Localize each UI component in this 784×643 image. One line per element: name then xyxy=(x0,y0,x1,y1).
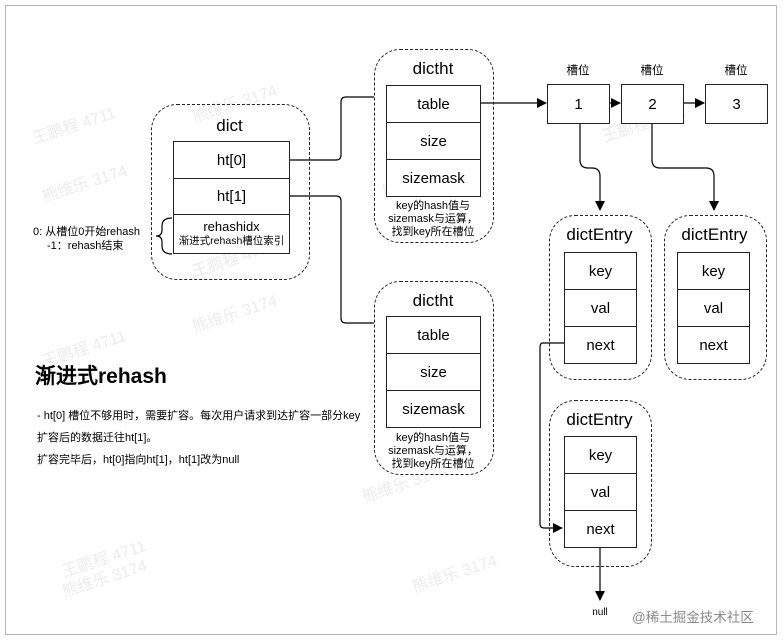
rehashidx-note: 渐进式rehash槽位索引 xyxy=(178,235,285,247)
dict-entry-next: next xyxy=(677,326,750,364)
explanation-heading: 渐进式rehash xyxy=(35,365,167,388)
slot-2: 2 xyxy=(621,84,684,124)
slot-label: 槽位 xyxy=(566,65,590,77)
dictht-top-title: dictht xyxy=(412,59,454,78)
dictht-bottom-sizemask: sizemask xyxy=(386,390,481,428)
dict-entry-group xyxy=(549,400,652,567)
dictht-bottom-table: table xyxy=(386,316,481,354)
dict-entry-title: dictEntry xyxy=(681,225,748,244)
dictht-bottom-note-3: 找到key所在槽位 xyxy=(391,458,475,470)
dictht-top-group xyxy=(374,49,494,243)
dict-entry-val: val xyxy=(677,289,750,327)
footer-watermark: @稀土掘金技术社区 xyxy=(632,610,754,625)
dict-entry-group xyxy=(664,215,767,380)
dict-entry-title: dictEntry xyxy=(566,410,633,429)
dictht-bottom-group xyxy=(374,281,494,475)
rehash-side-note-2: -1：rehash结束 xyxy=(47,240,124,252)
dictht-bottom-title: dictht xyxy=(412,291,454,310)
dict-entry-next: next xyxy=(564,326,637,364)
dictht-bottom-note-1: key的hash值与 xyxy=(396,432,470,444)
dictht-bottom-note-2: sizemask与运算， xyxy=(388,445,478,457)
null-label: null xyxy=(592,607,608,618)
slot-label: 槽位 xyxy=(724,65,748,77)
diagram-frame xyxy=(5,5,777,635)
rehashidx-label: rehashidx xyxy=(203,219,260,234)
rehash-side-note-1: 0: 从槽位0开始rehash xyxy=(33,226,140,238)
dictht-top-note-1: key的hash值与 xyxy=(396,200,470,212)
dict-entry-key: key xyxy=(564,436,637,474)
slot-label: 槽位 xyxy=(640,65,664,77)
dictht-top-size: size xyxy=(386,122,481,160)
dictht-top-sizemask: sizemask xyxy=(386,159,481,197)
dict-rehashidx-cell: rehashidx 渐进式rehash槽位索引 xyxy=(173,214,290,254)
dict-ht0-cell: ht[0] xyxy=(173,141,290,179)
dictht-bottom-size: size xyxy=(386,353,481,391)
dictht-top-note-2: sizemask与运算， xyxy=(388,213,478,225)
dict-entry-key: key xyxy=(677,252,750,290)
dict-entry-next: next xyxy=(564,510,637,548)
dict-entry-val: val xyxy=(564,289,637,327)
explanation-line-2: 扩容后的数据迁往ht[1]。 xyxy=(37,432,158,444)
dict-entry-val: val xyxy=(564,473,637,511)
dict-group xyxy=(151,104,310,280)
explanation-line-1: - ht[0] 槽位不够用时，需要扩容。每次用户请求到达扩容一部分key xyxy=(37,410,361,422)
dict-ht1-cell: ht[1] xyxy=(173,178,290,215)
dict-title: dict xyxy=(216,116,243,135)
dict-entry-group xyxy=(549,215,652,380)
explanation-line-3: 扩容完毕后，ht[0]指向ht[1]，ht[1]改为null xyxy=(37,454,240,466)
dictht-top-table: table xyxy=(386,85,481,123)
dict-entry-title: dictEntry xyxy=(566,225,633,244)
dict-entry-key: key xyxy=(564,252,637,290)
slot-3: 3 xyxy=(705,84,768,124)
slot-1: 1 xyxy=(547,84,610,124)
dictht-top-note-3: 找到key所在槽位 xyxy=(391,226,475,238)
